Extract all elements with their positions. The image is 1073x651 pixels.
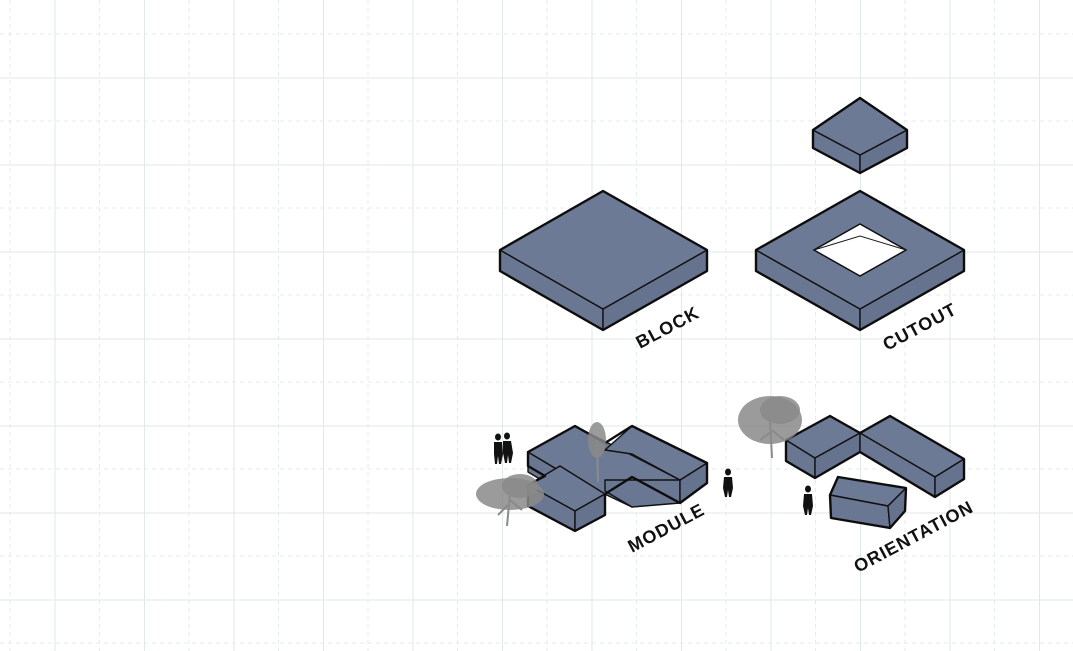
cutout-volume — [754, 189, 966, 332]
person-icon — [723, 468, 733, 497]
cutout-piece — [811, 96, 909, 175]
tree-icon — [588, 422, 606, 483]
person-icon — [803, 485, 813, 515]
orientation-volume — [784, 414, 966, 499]
person-icon — [494, 432, 513, 464]
orientation-rotated-block — [828, 475, 908, 530]
block-label: BLOCK — [632, 302, 702, 352]
module-label: MODULE — [624, 499, 708, 556]
tree-icon — [738, 396, 802, 459]
module-volume — [526, 424, 709, 533]
block-volume — [498, 189, 709, 332]
tree-icon — [476, 474, 544, 527]
